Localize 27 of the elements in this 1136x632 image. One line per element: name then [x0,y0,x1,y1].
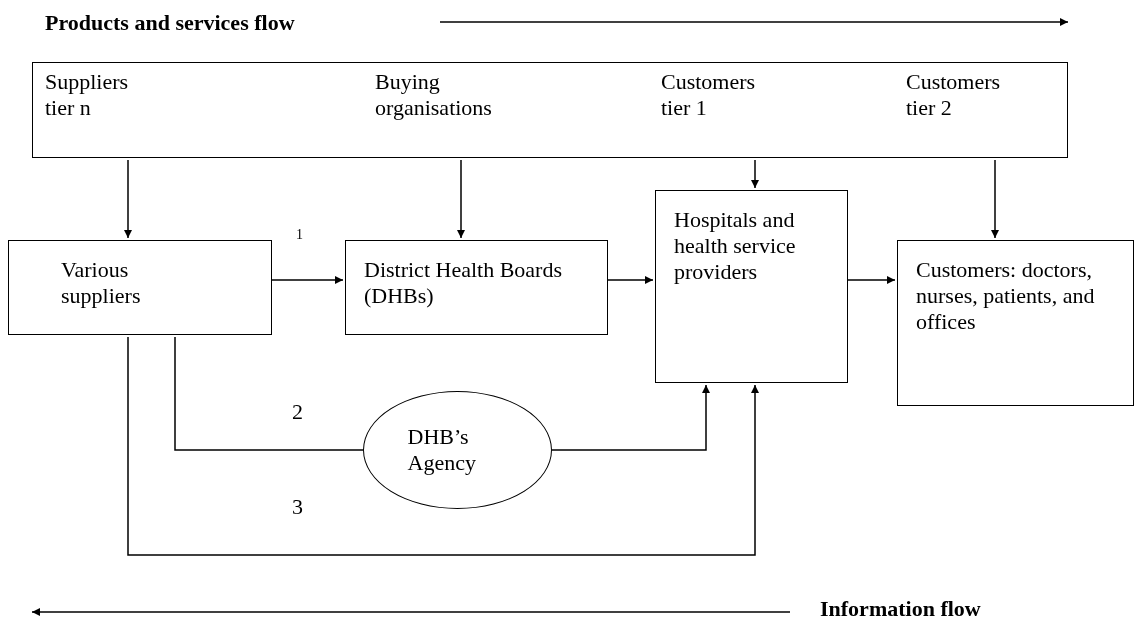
process-box [897,240,1134,406]
arrow [127,336,759,556]
node-label: DHB’s Agency [406,424,477,476]
arrow [991,159,999,239]
arrow [751,159,759,189]
arrow [847,276,896,284]
process-box [32,62,1068,158]
process-box [655,190,848,383]
process-box [8,240,272,335]
node-label: District Health Boards (DHBs) [364,257,563,309]
arrow [607,276,654,284]
arrow [124,159,132,239]
process-box [345,240,608,335]
connector-line [174,336,364,451]
node-label: Customers tier 1 [661,69,757,121]
arrow [551,384,710,451]
node-label: Buying organisations [375,69,493,121]
node-label: Hospitals and health service providers [674,207,797,285]
flow-heading: Products and services flow [45,10,295,36]
arrow [271,276,344,284]
edge-label: 1 [296,228,303,242]
node-label: Suppliers tier n [45,69,130,121]
node-label: Customers: doctors, nurses, patients, and offices [916,257,1096,335]
flow-heading: Information flow [820,596,981,622]
node-label: Customers tier 2 [906,69,1002,121]
arrow [457,159,465,239]
node-label: Various suppliers [61,257,142,309]
